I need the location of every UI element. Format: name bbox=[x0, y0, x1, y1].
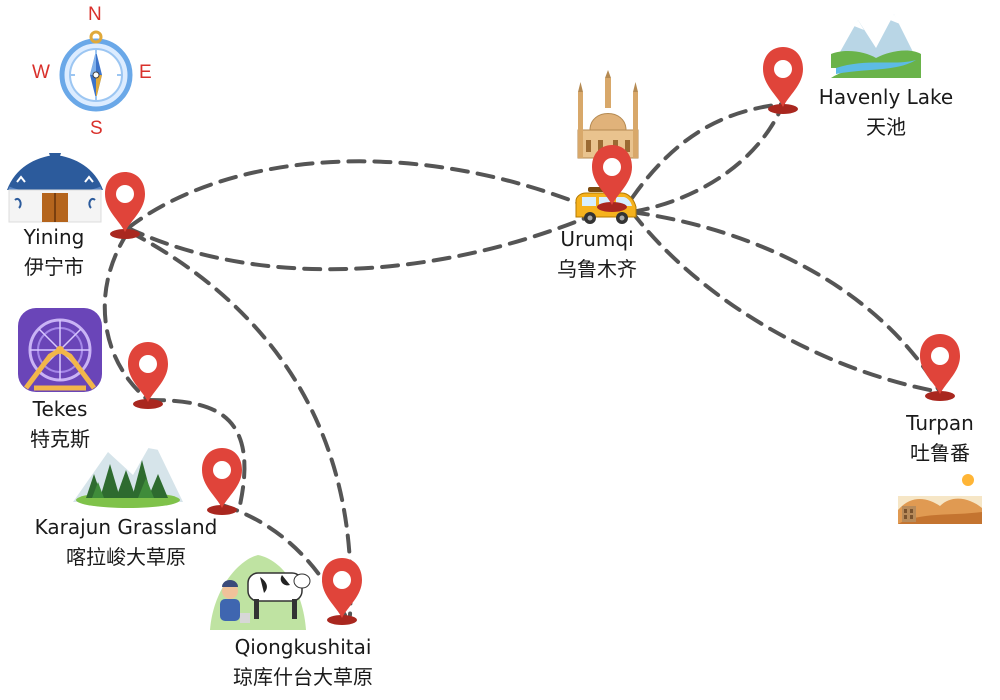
place-name-zh: 乌鲁木齐 bbox=[557, 257, 637, 281]
place-name-en: Urumqi bbox=[560, 227, 634, 251]
route-yining-tekes bbox=[102, 230, 150, 402]
compass-icon bbox=[59, 30, 133, 112]
place-label-tekes: Tekes 特克斯 bbox=[30, 394, 90, 454]
place-label-yining: Yining 伊宁市 bbox=[24, 222, 85, 282]
route-urumqi-turpan-upper bbox=[630, 210, 942, 394]
route-yining-qiongkushitai bbox=[128, 230, 353, 617]
compass-west-label: W bbox=[32, 62, 50, 83]
place-name-en: Qiongkushitai bbox=[234, 635, 372, 659]
place-label-qiongkushitai: Qiongkushitai 琼库什台大草原 bbox=[233, 632, 373, 692]
route-yining-urumqi-south bbox=[126, 210, 602, 272]
mountain-lake-icon bbox=[831, 14, 921, 78]
place-label-urumqi: Urumqi 乌鲁木齐 bbox=[557, 224, 637, 284]
place-label-havenly-lake: Havenly Lake 天池 bbox=[819, 82, 953, 142]
qiongkushitai-pin-icon[interactable] bbox=[322, 558, 362, 625]
route-urumqi-havenly-lower bbox=[630, 102, 785, 214]
route-lines bbox=[102, 102, 942, 617]
karajun-pin-icon[interactable] bbox=[202, 448, 242, 515]
place-name-en: Havenly Lake bbox=[818, 85, 954, 109]
place-name-zh: 天池 bbox=[866, 115, 906, 139]
mosque-icon bbox=[577, 70, 639, 159]
route-tekes-karajun bbox=[146, 398, 247, 507]
forest-mountain-icon bbox=[73, 440, 183, 508]
place-label-karajun: Karajun Grassland 喀拉峻大草原 bbox=[35, 512, 218, 572]
place-label-turpan: Turpan 吐鲁番 bbox=[906, 408, 974, 468]
ferris-wheel-icon bbox=[18, 308, 102, 392]
place-name-zh: 伊宁市 bbox=[23, 255, 84, 279]
place-name-zh: 特克斯 bbox=[30, 427, 90, 451]
place-name-en: Karajun Grassland bbox=[34, 515, 218, 539]
place-name-en: Tekes bbox=[32, 397, 88, 421]
desert-icon bbox=[898, 474, 982, 524]
yurt-icon bbox=[7, 153, 103, 223]
compass-east-label: E bbox=[139, 62, 152, 83]
place-name-zh: 琼库什台大草原 bbox=[233, 665, 373, 689]
place-name-zh: 吐鲁番 bbox=[910, 441, 970, 465]
route-urumqi-havenly-upper bbox=[630, 102, 785, 200]
milking-cow-icon bbox=[210, 555, 311, 630]
place-name-en: Yining bbox=[23, 225, 85, 249]
route-yining-urumqi-north bbox=[126, 159, 602, 230]
place-name-zh: 喀拉峻大草原 bbox=[65, 545, 186, 569]
place-name-en: Turpan bbox=[906, 411, 974, 435]
compass-north-label: N bbox=[88, 4, 102, 25]
route-urumqi-turpan-lower bbox=[630, 210, 942, 394]
compass-south-label: S bbox=[90, 118, 103, 139]
yining-pin-icon[interactable] bbox=[105, 172, 145, 239]
